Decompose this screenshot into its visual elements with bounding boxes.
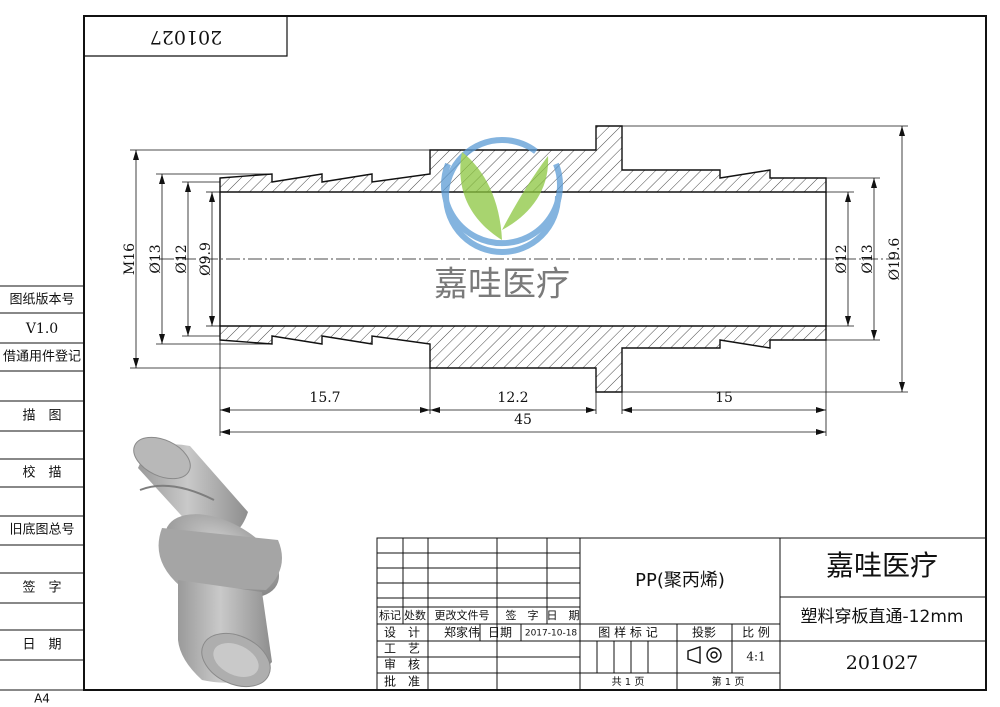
top-drawing-number: 201027 (150, 26, 223, 48)
borrow-register-label: 借通用件登记 (3, 350, 81, 365)
page-number: 第 1 页 (712, 675, 745, 688)
section-view (160, 125, 900, 393)
lower-wall-section (219, 325, 827, 393)
designer-name: 郑家伟 (444, 625, 480, 640)
right-diameter-dimensions (622, 125, 908, 393)
upper-wall-section (219, 125, 827, 193)
dim-d99: Ø9.9 (198, 242, 214, 276)
dim-m16: M16 (122, 243, 138, 275)
left-registration-panel (0, 285, 84, 691)
rev-header-count: 处数 (404, 609, 426, 622)
approval-rows: 设 计 郑家伟 日期 2017-10-18 工 艺 审 核 批 准 (384, 625, 577, 689)
rev-header-date: 日 期 (547, 609, 580, 622)
dim-d12-right: Ø12 (834, 244, 850, 273)
dim-length-middle: 12.2 (497, 390, 528, 406)
company-logo-watermark (441, 137, 563, 255)
dim-d13-left: Ø13 (148, 244, 164, 273)
sign-label: 签 字 (22, 580, 61, 596)
review-label: 审 核 (384, 657, 420, 672)
version-label: 图纸版本号 (9, 293, 74, 308)
material: PP(聚丙烯) (635, 570, 725, 591)
design-date: 2017-10-18 (525, 629, 578, 639)
dim-length-left: 15.7 (309, 390, 340, 406)
approve-label: 批 准 (384, 674, 420, 689)
logo-ring (443, 137, 561, 255)
dim-length-right: 15 (715, 390, 733, 406)
left-dimension-arrows (133, 150, 215, 368)
design-date-label: 日期 (488, 626, 512, 640)
old-base-number-label: 旧底图总号 (9, 522, 74, 538)
rev-header-mark: 标记 (379, 608, 401, 622)
design-label: 设 计 (384, 626, 420, 640)
trace-label: 校 描 (22, 465, 61, 481)
watermark-text: 嘉哇医疗 (434, 265, 570, 305)
date-label: 日 期 (22, 638, 61, 653)
total-pages: 共 1 页 (612, 676, 645, 688)
draw-label: 描 图 (22, 409, 61, 424)
rev-header-sign: 签 字 (506, 608, 539, 622)
dim-d196: Ø19.6 (887, 238, 903, 281)
length-dimensions (219, 340, 827, 436)
version-value: V1.0 (25, 321, 58, 337)
pattern-mark-label: 图 样 标 记 (598, 625, 657, 640)
process-label: 工 艺 (384, 642, 420, 656)
length-dimension-arrows (220, 407, 826, 435)
projection-symbol-icon (687, 646, 722, 664)
right-dimension-arrows (845, 126, 905, 392)
dim-d12-left: Ø12 (174, 244, 190, 273)
paper-size: A4 (34, 692, 50, 706)
logo-leaf-right (502, 156, 549, 230)
isometric-3d-view (133, 436, 282, 688)
top-drawing-number-box: 201027 (84, 16, 288, 57)
revision-header-row: 标记 处数 更改文件号 签 字 日 期 (379, 608, 580, 622)
rev-header-file: 更改文件号 (435, 608, 490, 622)
scale-value: 4:1 (746, 650, 765, 664)
part-name: 塑料穿板直通-12mm (801, 607, 964, 627)
company-name: 嘉哇医疗 (826, 549, 938, 582)
dim-d13-right: Ø13 (860, 244, 876, 273)
logo-leaf-left (460, 152, 502, 240)
scale-label: 比 例 (742, 626, 770, 640)
left-diameter-dimensions (130, 149, 430, 369)
title-block-grid (376, 537, 987, 691)
projection-label: 投影 (692, 625, 716, 640)
dim-length-total: 45 (514, 412, 532, 428)
title-drawing-number: 201027 (846, 652, 919, 674)
